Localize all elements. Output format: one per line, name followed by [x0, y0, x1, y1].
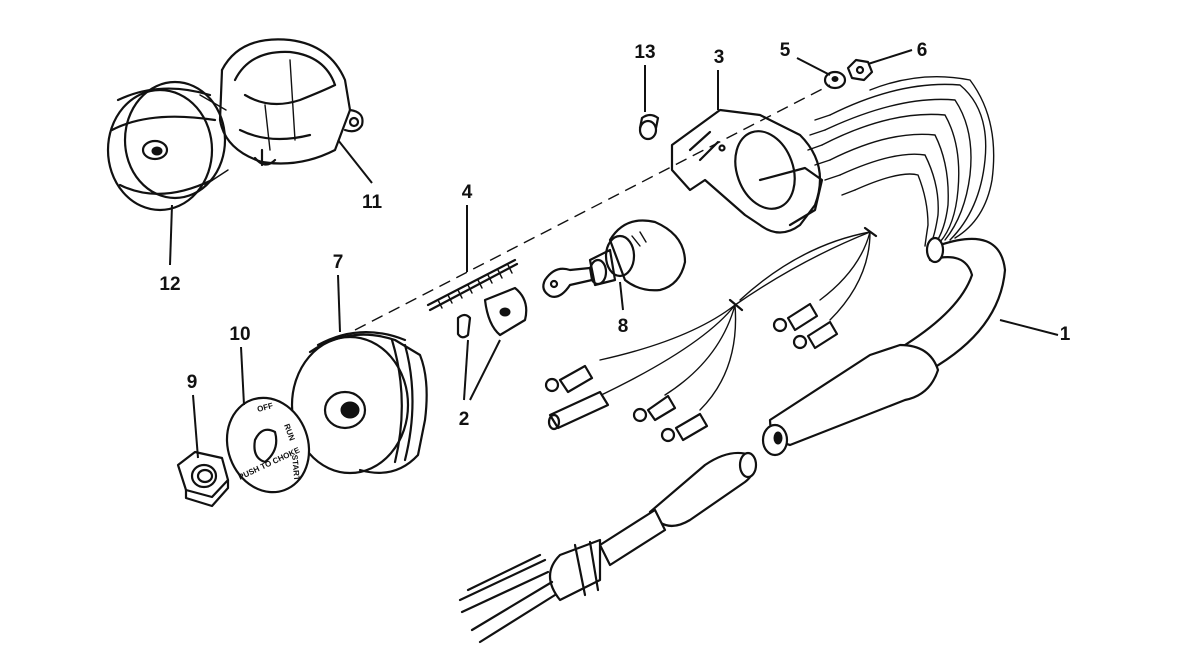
wire-branches-lower — [544, 226, 878, 443]
callout-10: 10 — [229, 324, 250, 345]
callout-13: 13 — [634, 42, 655, 63]
part-1-harness — [458, 236, 1007, 644]
callout-3: 3 — [714, 47, 725, 68]
decal-off-text: OFF — [256, 401, 274, 414]
alignment-axis — [354, 84, 831, 331]
part-11-bracket — [218, 38, 364, 167]
wire-bundle-upper — [807, 75, 995, 247]
callout-12: 12 — [159, 274, 180, 295]
callout-4: 4 — [462, 182, 473, 203]
callout-9: 9 — [187, 372, 198, 393]
callout-6: 6 — [917, 40, 928, 61]
callout-11: 11 — [362, 192, 383, 213]
callout-7: 7 — [333, 252, 344, 273]
callout-8: 8 — [618, 316, 629, 337]
part-7-housing — [290, 331, 428, 475]
part-2-clips — [456, 286, 528, 339]
part-9-hex-nut — [176, 450, 230, 508]
callout-2: 2 — [459, 409, 470, 430]
part-4-spring — [426, 258, 519, 312]
part-8-ignition-switch — [542, 219, 687, 298]
part-3-bracket — [670, 108, 824, 234]
callout-5: 5 — [780, 40, 791, 61]
part-10-decal: OFF RUN START PUSH TO CHOKE — [225, 396, 311, 494]
callout-1: 1 — [1060, 324, 1071, 345]
leader-lines — [169, 49, 1059, 459]
callout-labels: 1 2 3 4 5 6 7 8 9 10 11 12 13 — [159, 40, 1070, 430]
part-12-cover — [106, 80, 229, 212]
part-13-sleeve — [638, 113, 660, 141]
decal-start-text: START — [290, 454, 301, 481]
part-5-washer — [823, 70, 847, 90]
part-6-nut — [846, 58, 874, 82]
